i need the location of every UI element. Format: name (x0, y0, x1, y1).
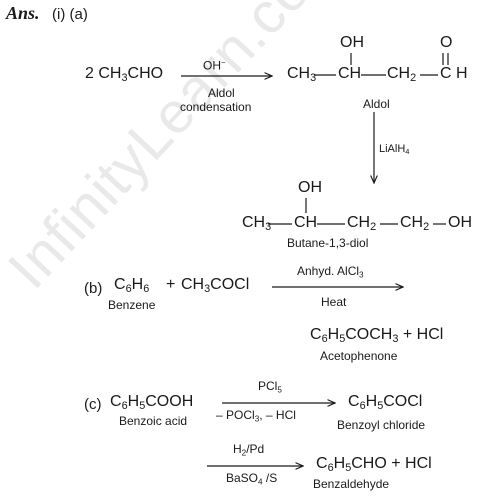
diol-oh: OH (298, 179, 322, 196)
answer-label: Ans. (6, 3, 40, 23)
diol-ch: CH (294, 214, 318, 231)
reagent-lialh4: LiAlH4 (379, 143, 410, 157)
reagent-alcl3: Anhyd. AlCl3 (297, 264, 364, 280)
condition-condensation: condensation (180, 100, 252, 114)
aldol-ch3: CH3 (287, 65, 317, 85)
benzaldehyde-name: Benzaldehyde (313, 477, 390, 491)
diol-ch3: CH3 (242, 214, 272, 234)
reagent-pcl5: PCl5 (258, 379, 282, 395)
product-benzaldehyde: C6H5CHO + HCl (316, 455, 432, 475)
aldol-name: Aldol (363, 97, 390, 111)
acetophenone-name: Acetophenone (320, 349, 398, 363)
aldol-o: O (440, 34, 453, 51)
aldol-ch2: CH2 (387, 65, 417, 85)
reagent-h2-pd: H2/Pd (233, 442, 265, 458)
aldol-oh: OH (340, 34, 364, 51)
catalyst-label: OH− (203, 58, 226, 73)
benzoyl-chloride-name: Benzoyl chloride (337, 418, 426, 432)
aldol-h: H (456, 65, 468, 82)
product-acetophenone: C6H5COCH3 + HCl (310, 326, 444, 346)
reactant-acetaldehyde: 2 CH3CHO (85, 65, 164, 85)
label-c: (c) (84, 396, 102, 413)
aldol-ch: CH (338, 65, 362, 82)
condition-baso4: BaSO4 /S (226, 471, 278, 487)
diol-ch2-a: CH2 (347, 214, 377, 234)
label-b: (b) (84, 280, 103, 297)
diol-name: Butane-1,3-diol (287, 236, 369, 250)
aldol-c: C (440, 65, 452, 82)
benzene-name: Benzene (108, 298, 156, 312)
diol-oh2: OH (448, 214, 472, 231)
condition-heat: Heat (321, 295, 347, 309)
plus-b: + (166, 276, 176, 293)
benzoic-acid-name: Benzoic acid (119, 414, 188, 428)
reactant-benzene: C6H6 (114, 276, 150, 296)
byproducts: – POCl3, – HCl (216, 408, 296, 424)
reactant-benzoic-acid: C6H5COOH (110, 393, 194, 413)
condition-aldol: Aldol (208, 86, 235, 100)
product-benzoyl-chloride: C6H5COCl (348, 393, 423, 413)
reactant-acetyl-chloride: CH3COCl (181, 276, 250, 296)
diol-ch2-b: CH2 (400, 214, 430, 234)
part-label: (i) (a) (52, 6, 88, 23)
